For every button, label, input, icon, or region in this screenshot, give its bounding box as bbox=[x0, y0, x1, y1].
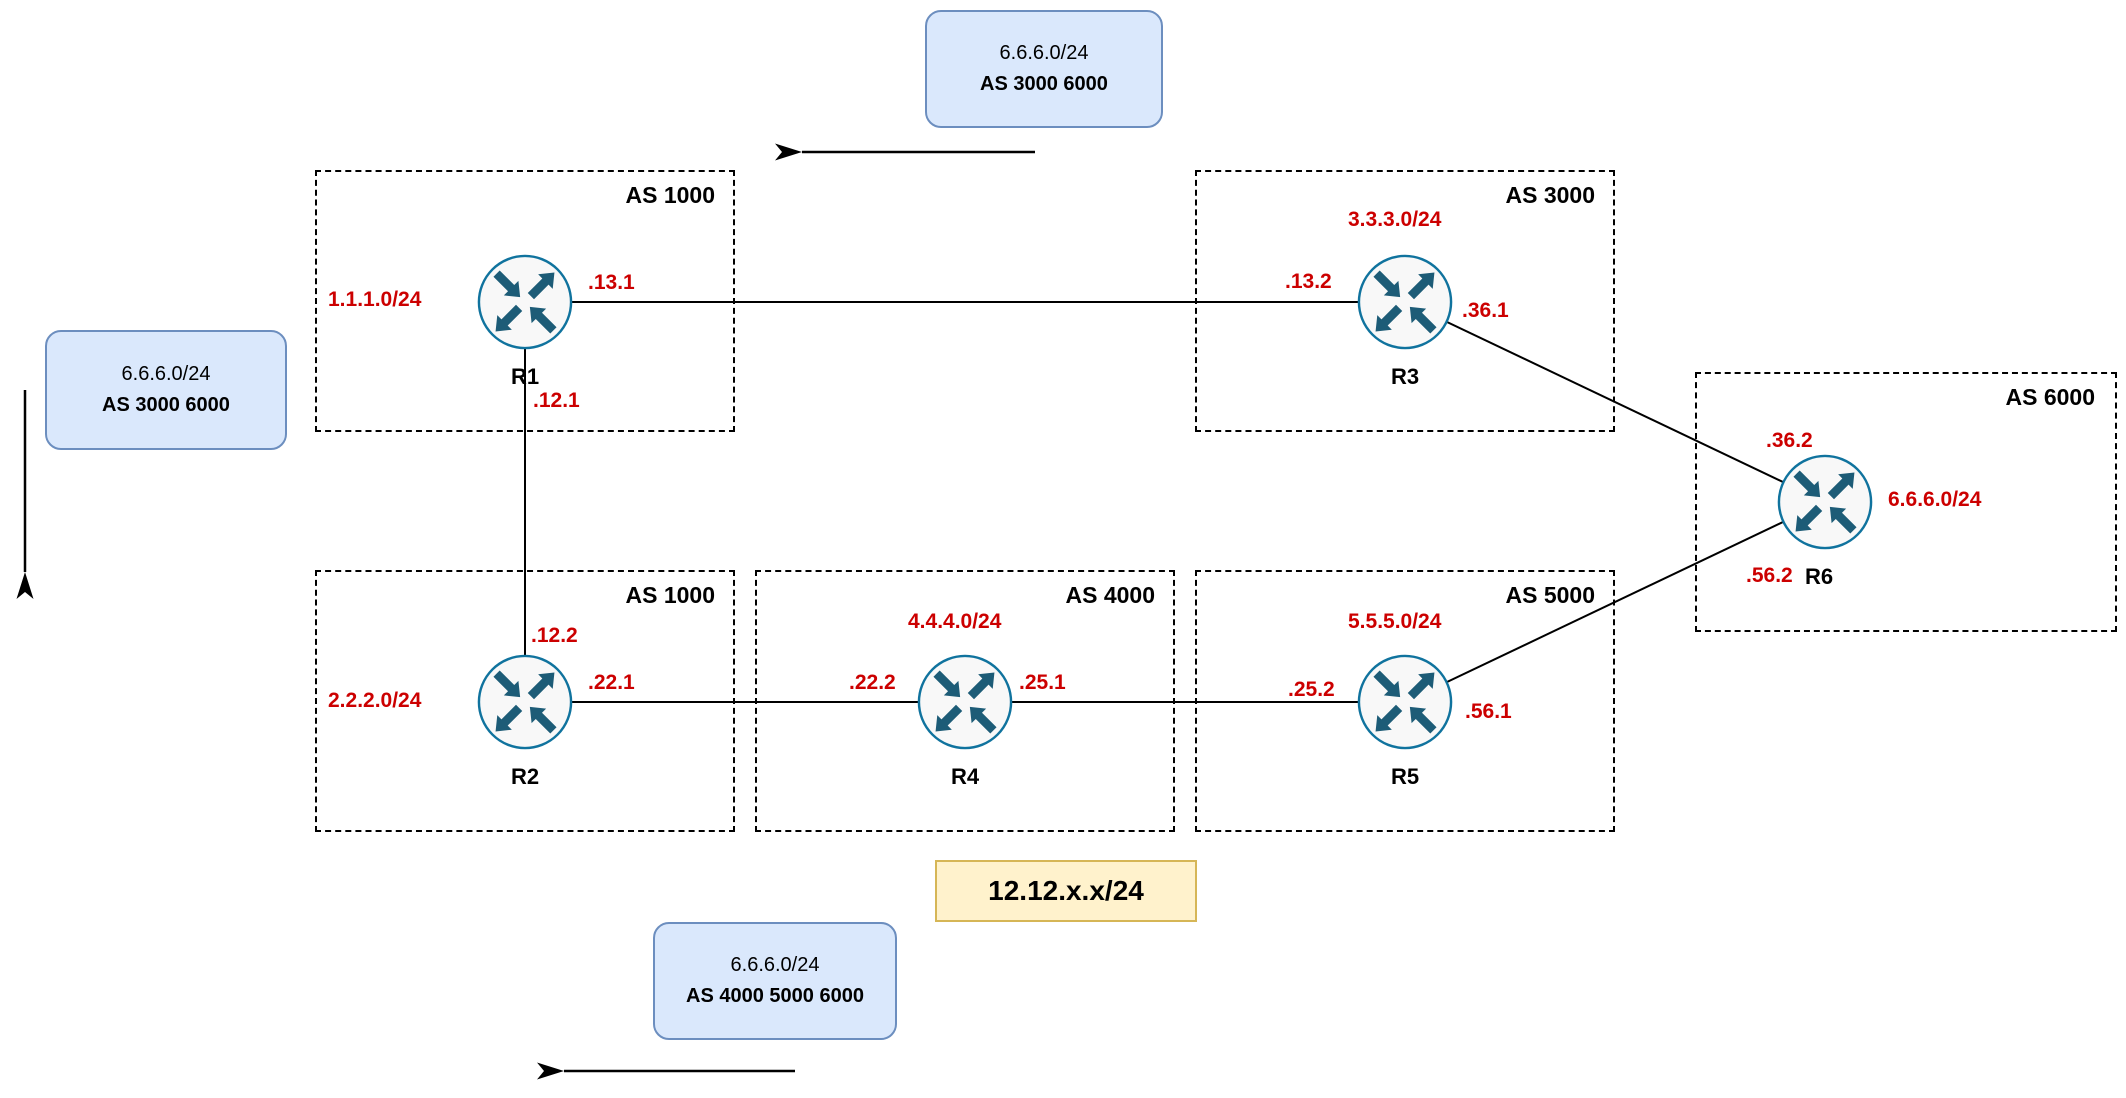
callout-route-advertisement-left: 6.6.6.0/24 AS 3000 6000 bbox=[45, 330, 287, 450]
router-icon bbox=[476, 653, 574, 751]
router-icon bbox=[1356, 253, 1454, 351]
link-r3-r6 bbox=[1404, 301, 1826, 503]
r4-network-label: 4.4.4.0/24 bbox=[908, 610, 1002, 633]
r4-if-right-label: .25.1 bbox=[1019, 671, 1066, 694]
as-box-label: AS 1000 bbox=[625, 582, 715, 608]
as-box-3000 bbox=[1195, 170, 1615, 432]
router-node-r5 bbox=[1356, 653, 1454, 751]
router-node-r6 bbox=[1776, 453, 1874, 551]
as-box-1000-bottom bbox=[315, 570, 735, 832]
callout-route-advertisement-bottom: 6.6.6.0/24 AS 4000 5000 6000 bbox=[653, 922, 897, 1040]
r3-name-label: R3 bbox=[1390, 364, 1420, 389]
callout-as-path: AS 3000 6000 bbox=[980, 73, 1108, 95]
router-icon bbox=[916, 653, 1014, 751]
r5-if-right-label: .56.1 bbox=[1465, 700, 1512, 723]
r2-if-right-label: .22.1 bbox=[588, 671, 635, 694]
r1-name-label: R1 bbox=[510, 364, 540, 389]
as-box-label: AS 3000 bbox=[1505, 182, 1595, 208]
r2-if-up-label: .12.2 bbox=[531, 624, 578, 647]
callout-prefix: 6.6.6.0/24 bbox=[730, 954, 820, 976]
highlight-subnet-label: 12.12.x.x/24 bbox=[988, 875, 1144, 906]
r1-if-down-label: .12.1 bbox=[533, 389, 580, 412]
as-box-label: AS 6000 bbox=[2005, 384, 2095, 410]
callout-as-path: AS 3000 6000 bbox=[102, 394, 230, 416]
r1-if-right-label: .13.1 bbox=[588, 271, 635, 294]
r5-if-left-label: .25.2 bbox=[1288, 678, 1335, 701]
highlight-subnet-box: 12.12.x.x/24 bbox=[935, 860, 1197, 922]
link-r5-r6 bbox=[1404, 501, 1826, 703]
r5-name-label: R5 bbox=[1390, 764, 1420, 789]
r6-if-up-label: .36.2 bbox=[1766, 429, 1813, 452]
r4-name-label: R4 bbox=[950, 764, 980, 789]
callout-prefix: 6.6.6.0/24 bbox=[999, 42, 1089, 64]
r6-if-down-label: .56.2 bbox=[1746, 564, 1793, 587]
router-node-r3 bbox=[1356, 253, 1454, 351]
r3-network-label: 3.3.3.0/24 bbox=[1348, 208, 1442, 231]
router-node-r1 bbox=[476, 253, 574, 351]
router-node-r4 bbox=[916, 653, 1014, 751]
as-box-6000 bbox=[1695, 372, 2117, 632]
as-box-label: AS 5000 bbox=[1505, 582, 1595, 608]
r3-if-right-label: .36.1 bbox=[1462, 299, 1509, 322]
as-box-label: AS 4000 bbox=[1065, 582, 1155, 608]
callout-prefix: 6.6.6.0/24 bbox=[121, 363, 211, 385]
r2-network-label: 2.2.2.0/24 bbox=[328, 689, 422, 712]
as-box-label: AS 1000 bbox=[625, 182, 715, 208]
r2-name-label: R2 bbox=[510, 764, 540, 789]
r3-if-left-label: .13.2 bbox=[1285, 270, 1332, 293]
r1-network-label: 1.1.1.0/24 bbox=[328, 288, 422, 311]
router-icon bbox=[1356, 653, 1454, 751]
as-box-1000-top bbox=[315, 170, 735, 432]
callout-route-advertisement-top: 6.6.6.0/24 AS 3000 6000 bbox=[925, 10, 1163, 128]
r5-network-label: 5.5.5.0/24 bbox=[1348, 610, 1442, 633]
callout-as-path: AS 4000 5000 6000 bbox=[686, 985, 864, 1007]
router-node-r2 bbox=[476, 653, 574, 751]
router-icon bbox=[476, 253, 574, 351]
r4-if-left-label: .22.2 bbox=[849, 671, 896, 694]
router-icon bbox=[1776, 453, 1874, 551]
r6-name-label: R6 bbox=[1805, 564, 1834, 589]
as-box-5000 bbox=[1195, 570, 1615, 832]
as-box-4000 bbox=[755, 570, 1175, 832]
r6-network-label: 6.6.6.0/24 bbox=[1888, 488, 1982, 511]
